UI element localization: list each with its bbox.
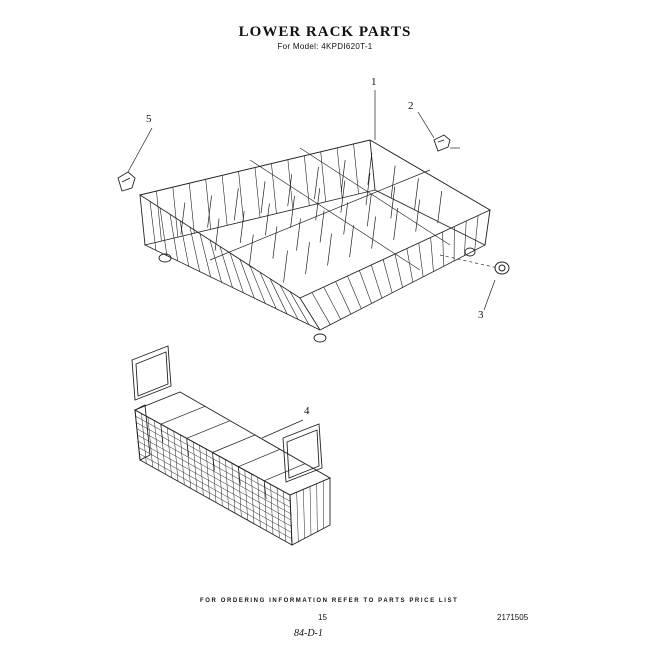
page-title: LOWER RACK PARTS [238,24,412,40]
rack-bottom-rim [143,189,486,331]
callout-2: 2 [408,100,414,112]
callout-5: 5 [146,113,152,125]
rack-top-rim [138,139,491,299]
page-number: 15 [318,613,327,622]
basket-right-handle [282,423,323,483]
callout-3: 3 [478,309,484,321]
ordering-note: FOR ORDERING INFORMATION REFER TO PARTS … [200,598,459,604]
document-number: 2171505 [497,613,529,622]
basket-top [133,391,332,496]
basket-left-handle [131,345,172,401]
roller-part-3 [494,261,510,275]
callout-1: 1 [371,76,377,88]
rack-clip-part-2 [433,134,451,152]
bumper-part-5 [117,171,136,192]
lower-rack-drawing [138,139,491,343]
callout-4: 4 [304,405,310,417]
model-subtitle: For Model: 4KPDI620T-1 [277,42,373,51]
silverware-basket-part-4 [131,345,332,546]
handwritten-note: 84-D-1 [294,628,323,639]
basket-front [134,409,293,546]
leader-lines [127,90,499,439]
